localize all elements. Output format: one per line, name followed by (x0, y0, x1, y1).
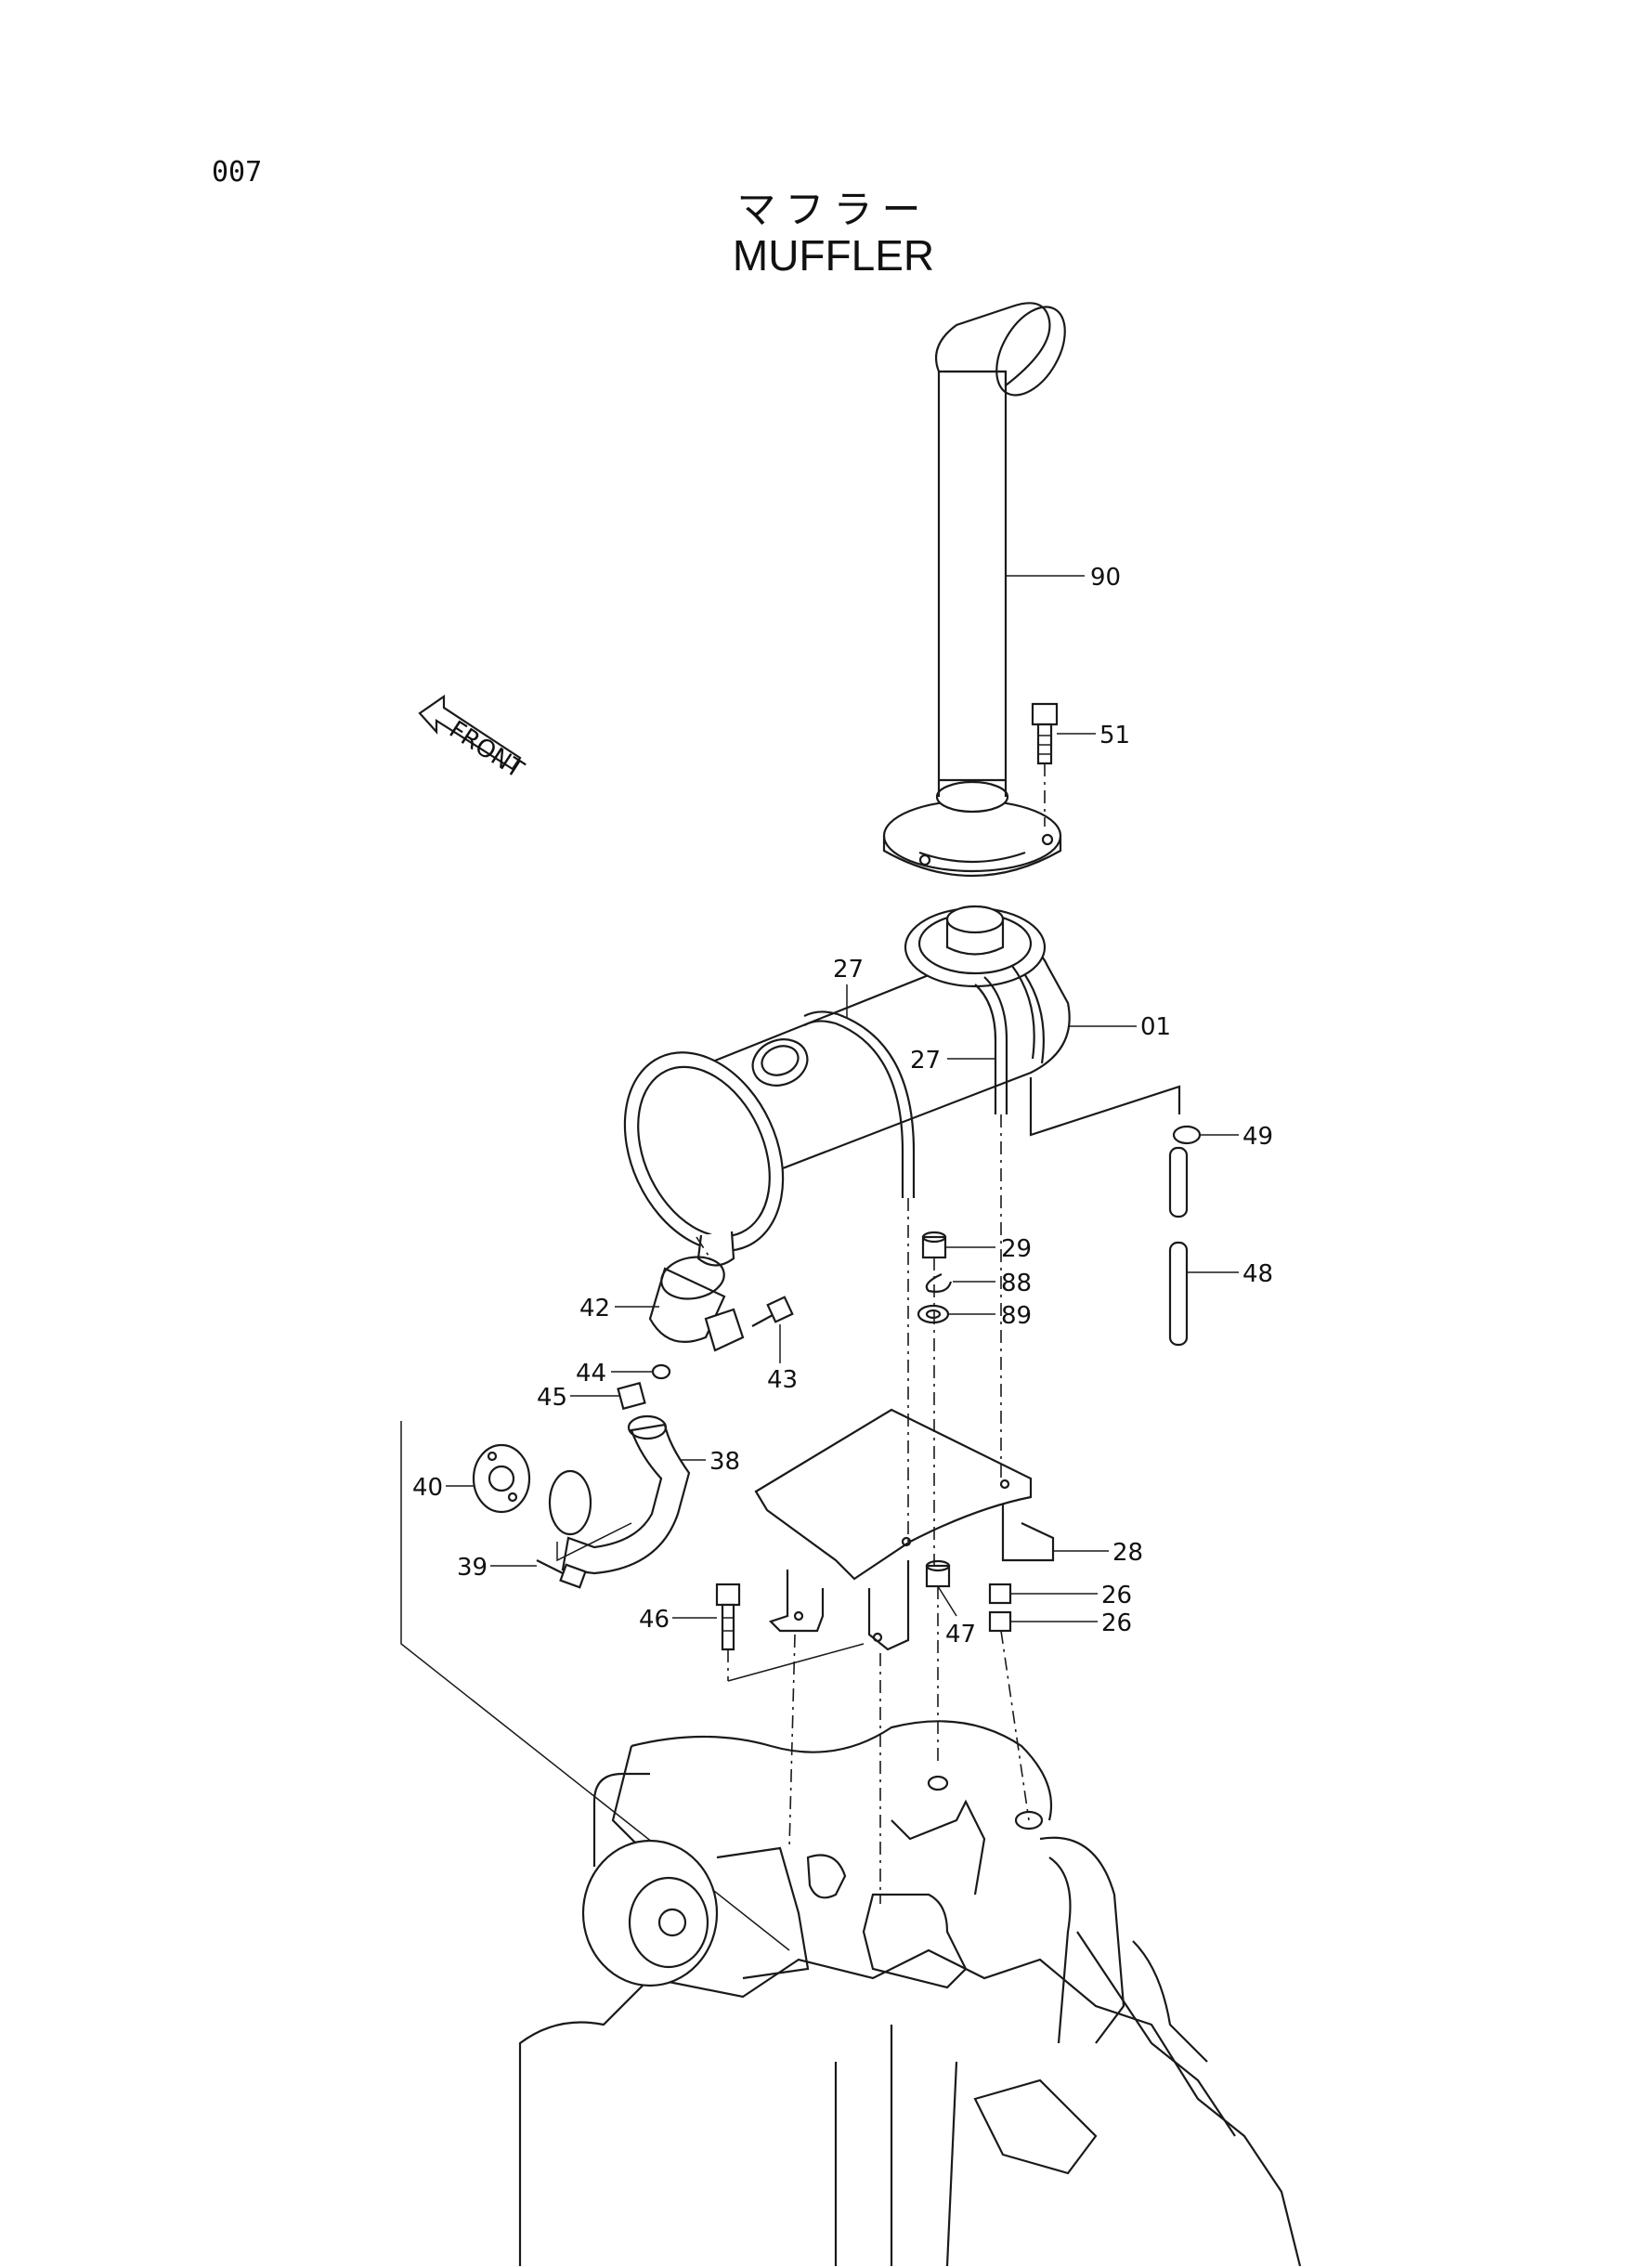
callout-49: 49 (1242, 1123, 1273, 1151)
title-japanese: マフラー (736, 187, 930, 232)
bolt-43 (751, 1296, 794, 1363)
callout-42: 42 (579, 1295, 610, 1322)
callout-89: 89 (1001, 1302, 1032, 1330)
nut-washer-stack (917, 1231, 995, 1324)
callout-27-lower: 27 (910, 1047, 941, 1075)
callout-27-upper: 27 (833, 956, 864, 984)
ring-44 (611, 1363, 671, 1380)
engine-block (518, 1720, 1302, 2267)
callout-44: 44 (576, 1360, 606, 1388)
page-code: 007 (212, 156, 263, 189)
bolt-46 (672, 1583, 741, 1651)
nut-26-upper (988, 1583, 1098, 1605)
nut-45 (570, 1381, 646, 1411)
u-bolt-27-right (947, 976, 1008, 1114)
title-english: MUFFLER (732, 231, 935, 280)
callout-01: 01 (1140, 1013, 1171, 1041)
callout-38: 38 (709, 1448, 740, 1476)
gasket-40 (446, 1443, 531, 1514)
callout-47: 47 (945, 1621, 976, 1648)
drain-hose-49-48 (1029, 1077, 1239, 1347)
callouts: 90 51 01 27 27 49 48 29 88 89 42 43 44 4… (412, 564, 1273, 1648)
callout-26-lower: 26 (1101, 1609, 1132, 1637)
callout-26-upper: 26 (1101, 1582, 1132, 1609)
callout-45: 45 (537, 1384, 567, 1412)
u-bolt-27-left (803, 984, 916, 1198)
spacer-47 (925, 1559, 957, 1617)
bolt-51 (1031, 702, 1096, 827)
nut-26-lower (988, 1610, 1098, 1633)
callout-28: 28 (1112, 1539, 1143, 1567)
callout-90: 90 (1090, 564, 1121, 592)
front-label: FRONT (444, 716, 528, 785)
callout-51: 51 (1099, 722, 1130, 749)
muffler-body (623, 905, 1137, 1267)
elbow-pipe-38 (548, 1414, 706, 1575)
bolt-39 (490, 1559, 587, 1589)
callout-48: 48 (1242, 1260, 1273, 1288)
bracket-28 (754, 1408, 1109, 1651)
clamp-42 (615, 1236, 745, 1352)
front-arrow: FRONT (418, 694, 528, 785)
callout-39: 39 (457, 1554, 488, 1582)
callout-46: 46 (639, 1606, 670, 1634)
callout-88: 88 (1001, 1270, 1032, 1297)
callout-40: 40 (412, 1474, 443, 1502)
exhaust-stack (882, 302, 1085, 877)
callout-43: 43 (767, 1366, 798, 1394)
callout-29: 29 (1001, 1235, 1032, 1263)
